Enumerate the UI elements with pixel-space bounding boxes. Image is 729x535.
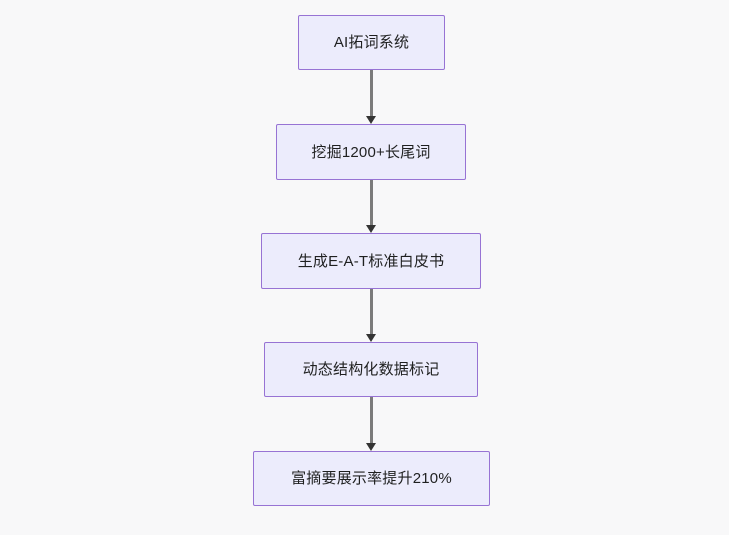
flow-node-generate-eat-whitepaper[interactable]: 生成E-A-T标准白皮书	[261, 233, 481, 289]
edge-line	[369, 289, 373, 335]
flow-node-label: 动态结构化数据标记	[302, 361, 440, 378]
flow-node-ai-keyword-system[interactable]: AI拓词系统	[298, 15, 445, 70]
arrow-down-icon	[366, 443, 376, 451]
edge-line	[369, 70, 373, 117]
arrow-down-icon	[366, 334, 376, 342]
arrow-down-icon	[366, 225, 376, 233]
flow-node-label: 富摘要展示率提升210%	[291, 470, 452, 487]
flow-node-dynamic-structured-data-markup[interactable]: 动态结构化数据标记	[264, 342, 478, 397]
flow-node-label: 挖掘1200+长尾词	[311, 143, 431, 161]
flow-node-label: AI拓词系统	[333, 34, 410, 51]
arrow-down-icon	[366, 116, 376, 124]
flow-node-label: 生成E-A-T标准白皮书	[297, 252, 445, 270]
flow-node-rich-snippet-impression-lift[interactable]: 富摘要展示率提升210%	[253, 451, 490, 506]
flow-node-mine-longtail-keywords[interactable]: 挖掘1200+长尾词	[276, 124, 466, 180]
edge-line	[369, 397, 373, 444]
edge-line	[369, 180, 373, 226]
